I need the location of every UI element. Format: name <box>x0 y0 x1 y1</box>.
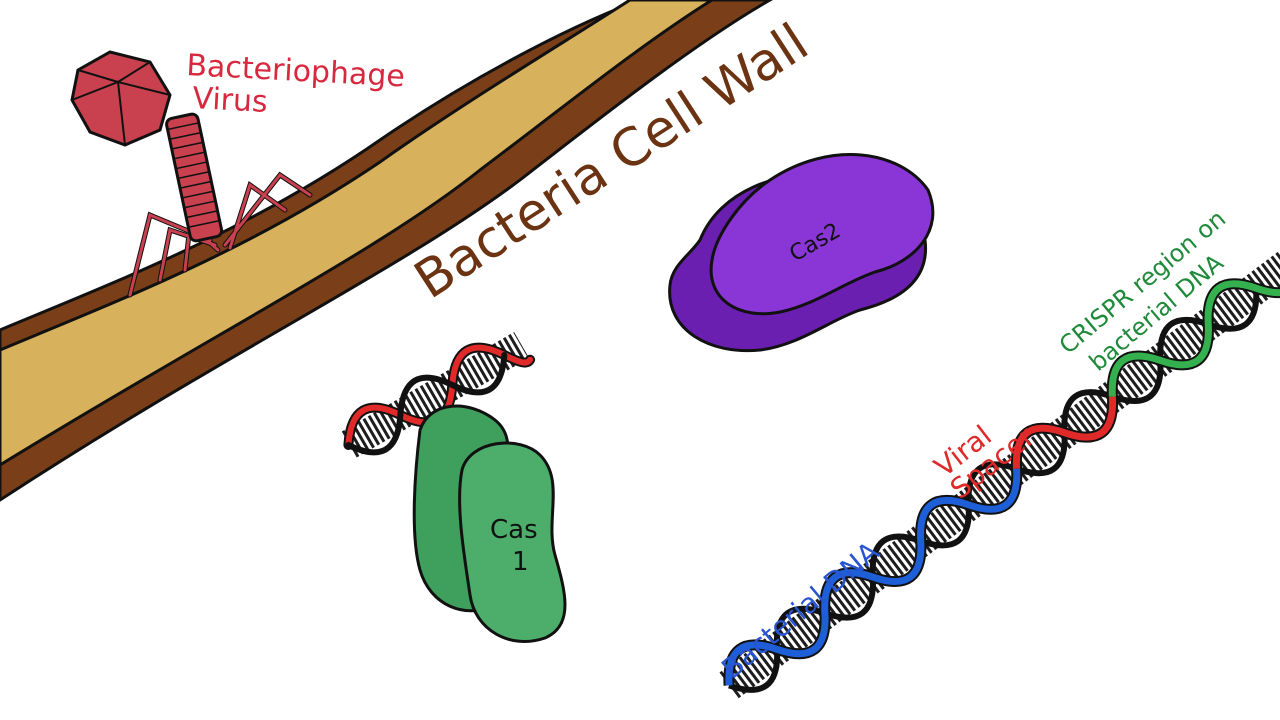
cas1-label-line1: Cas <box>490 515 538 545</box>
viral-dna-fragment <box>340 332 536 458</box>
protein-blob-icon <box>458 441 567 643</box>
cell-wall <box>0 0 774 502</box>
dna-helix-icon <box>719 251 1280 699</box>
cas2-protein: Cas2 <box>668 153 935 353</box>
bacteriophage-icon <box>70 50 313 298</box>
cell-wall-inner <box>0 0 715 467</box>
cas1-protein: Cas 1 <box>412 404 567 643</box>
bacterial-dna-label: Bacterial DNA <box>715 535 885 685</box>
cas1-label-line2: 1 <box>512 547 529 577</box>
cell-wall-outer <box>0 0 774 502</box>
phage-label-line2: Virus <box>192 81 269 120</box>
